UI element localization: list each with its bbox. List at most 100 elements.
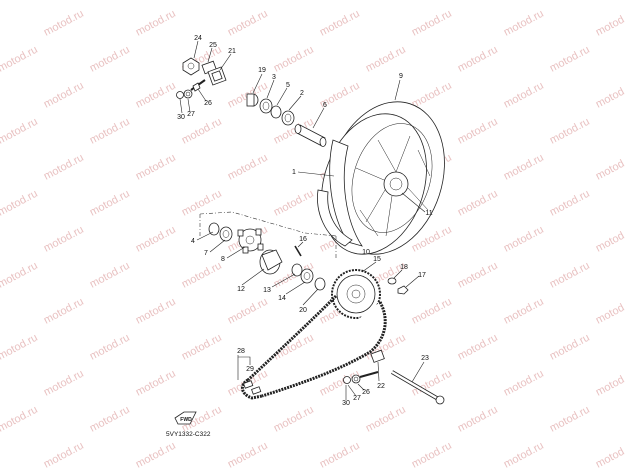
watermark-text: motod.ru xyxy=(548,116,592,147)
watermark-text: motod.ru xyxy=(42,152,86,183)
watermark-text: motod.ru xyxy=(42,224,86,255)
watermark-text: motod.ru xyxy=(594,80,625,111)
callout-8: 8 xyxy=(221,256,225,263)
callout-13: 13 xyxy=(263,287,271,294)
watermark-text: motod.ru xyxy=(502,80,546,111)
watermark-text: motod.ru xyxy=(42,8,86,39)
watermark-text: motod.ru xyxy=(272,0,316,3)
watermark-text: motod.ru xyxy=(502,368,546,399)
watermark-text: motod.ru xyxy=(502,440,546,468)
watermark-text: motod.ru xyxy=(272,44,316,75)
callout-14: 14 xyxy=(278,295,286,302)
callout-27: 27 xyxy=(187,111,195,118)
callout-18: 18 xyxy=(400,264,408,271)
callout-25: 25 xyxy=(209,42,217,49)
bearing-spacer-group xyxy=(246,93,327,147)
callout-7: 7 xyxy=(204,250,208,257)
callout-20: 20 xyxy=(299,307,307,314)
rear-sprocket xyxy=(331,269,381,319)
watermark-text: motod.ru xyxy=(134,296,178,327)
watermark-text: motod.ru xyxy=(42,296,86,327)
watermark-text: motod.ru xyxy=(594,368,625,399)
watermark-text: motod.ru xyxy=(594,224,625,255)
watermark-text: motod.ru xyxy=(88,44,132,75)
watermark-text: motod.ru xyxy=(272,188,316,219)
watermark-text: motod.ru xyxy=(548,44,592,75)
rear-wheel xyxy=(317,101,445,255)
watermark-text: motod.ru xyxy=(364,404,408,435)
callout-1: 1 xyxy=(292,169,296,176)
callout-4: 4 xyxy=(191,238,195,245)
watermark-text: motod.ru xyxy=(364,0,408,3)
watermark-text: motod.ru xyxy=(456,404,500,435)
leader-lines xyxy=(179,40,426,400)
callout-26: 26 xyxy=(204,100,212,107)
watermark-text: motod.ru xyxy=(456,116,500,147)
watermark-text: motod.ru xyxy=(548,0,592,3)
rear-axle-group xyxy=(343,349,445,405)
watermark-text: motod.ru xyxy=(272,404,316,435)
callout-28: 28 xyxy=(237,348,245,355)
sprocket-hub-bearings xyxy=(291,245,326,291)
watermark-text: motod.ru xyxy=(0,332,40,363)
watermark-text: motod.ru xyxy=(88,404,132,435)
watermark-text: motod.ru xyxy=(42,368,86,399)
watermark-text: motod.ru xyxy=(502,8,546,39)
diagram-code: 5VY1332-C322 xyxy=(166,431,211,438)
watermark-text: motod.ru xyxy=(456,332,500,363)
axle-nut-group xyxy=(176,57,227,99)
front-direction-icon: FWD xyxy=(174,411,197,425)
callout-23: 23 xyxy=(421,355,429,362)
callout-29: 29 xyxy=(246,366,254,373)
watermark-text: motod.ru xyxy=(226,440,270,468)
watermark-text: motod.ru xyxy=(88,188,132,219)
callout-15: 15 xyxy=(373,256,381,263)
callout-16: 16 xyxy=(299,236,307,243)
watermark-text: motod.ru xyxy=(42,440,86,468)
watermark-text: motod.ru xyxy=(456,44,500,75)
watermark-text: motod.ru xyxy=(226,152,270,183)
callout-27-lower: 27 xyxy=(353,395,361,402)
hub-dashed-frame xyxy=(199,211,337,258)
watermark-text: motod.ru xyxy=(88,0,132,3)
watermark-text: motod.ru xyxy=(410,296,454,327)
callout-30: 30 xyxy=(177,114,185,121)
watermark-text: motod.ru xyxy=(180,332,224,363)
watermark-text: motod.ru xyxy=(410,440,454,468)
watermark-text: motod.ru xyxy=(134,8,178,39)
hub-damper-group xyxy=(208,222,283,275)
watermark-text: motod.ru xyxy=(548,188,592,219)
watermark-text: motod.ru xyxy=(42,80,86,111)
sprocket-nut-group xyxy=(387,277,409,295)
watermark-text: motod.ru xyxy=(594,440,625,468)
watermark-text: motod.ru xyxy=(134,368,178,399)
watermark-text: motod.ru xyxy=(180,0,224,3)
watermark-text: motod.ru xyxy=(226,296,270,327)
watermark-text: motod.ru xyxy=(502,224,546,255)
watermark-text: motod.ru xyxy=(0,188,40,219)
watermark-text: motod.ru xyxy=(502,152,546,183)
callout-17: 17 xyxy=(418,272,426,279)
callout-22: 22 xyxy=(377,383,385,390)
watermark-text: motod.ru xyxy=(0,116,40,147)
watermark-text: motod.ru xyxy=(0,0,40,3)
watermark-text: motod.ru xyxy=(134,224,178,255)
watermark-text: motod.ru xyxy=(456,0,500,3)
watermark-text: motod.ru xyxy=(88,116,132,147)
callout-30-lower: 30 xyxy=(342,400,350,407)
svg-text:FWD: FWD xyxy=(180,417,192,423)
watermark-text: motod.ru xyxy=(226,8,270,39)
callout-24: 24 xyxy=(194,35,202,42)
watermark-text: motod.ru xyxy=(548,404,592,435)
watermark-text: motod.ru xyxy=(594,296,625,327)
callout-3: 3 xyxy=(272,74,276,81)
watermark-text: motod.ru xyxy=(134,152,178,183)
watermark-text: motod.ru xyxy=(134,440,178,468)
watermark-text: motod.ru xyxy=(88,332,132,363)
watermark-text: motod.ru xyxy=(456,188,500,219)
callout-12: 12 xyxy=(237,286,245,293)
watermark-text: motod.ru xyxy=(456,260,500,291)
watermark-text: motod.ru xyxy=(134,80,178,111)
callout-19: 19 xyxy=(258,67,266,74)
callout-9: 9 xyxy=(399,73,403,80)
